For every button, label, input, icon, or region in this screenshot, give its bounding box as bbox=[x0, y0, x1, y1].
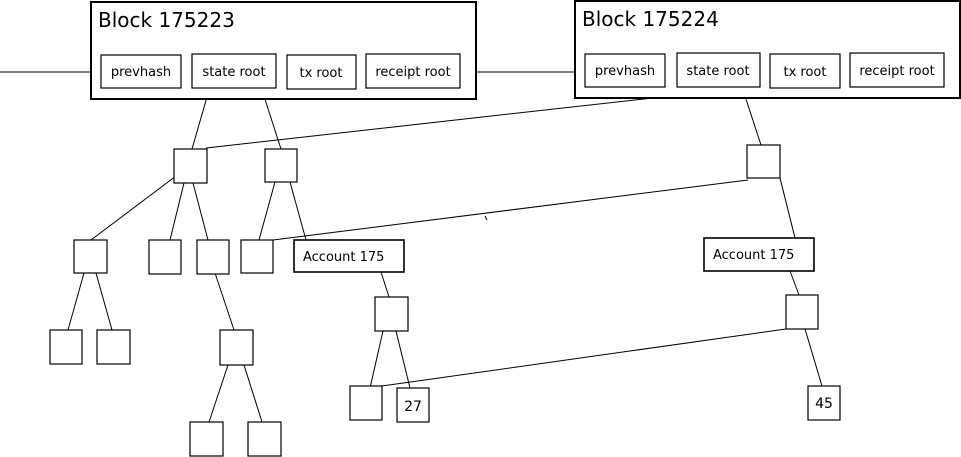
leaf-value-box bbox=[396, 387, 430, 423]
block-175224: Block 175224 prevhash state root tx root… bbox=[574, 0, 961, 99]
leaf-values: 27 45 bbox=[396, 385, 841, 423]
trie-node bbox=[96, 329, 131, 365]
block-175223: Block 175223 prevhash state root tx root… bbox=[90, 1, 477, 100]
edge-acc2-n7 bbox=[789, 270, 800, 296]
tx-root-field-box bbox=[769, 53, 841, 89]
state-root-field-box bbox=[676, 52, 761, 88]
leaf-value-box bbox=[807, 385, 841, 421]
tx-root-field: tx root bbox=[784, 65, 827, 80]
trie-node bbox=[785, 294, 819, 330]
account-nodes: Account 175 Account 175 bbox=[293, 237, 815, 273]
edge-nodeC-n4 bbox=[272, 179, 749, 241]
edge-n5-l3 bbox=[208, 364, 229, 423]
tx-root-field-box bbox=[286, 54, 357, 90]
state-root-field-box bbox=[191, 53, 277, 89]
account-node-label: Account 175 bbox=[713, 248, 794, 263]
state-root-field: state root bbox=[686, 64, 749, 79]
account-node-box bbox=[703, 237, 815, 272]
tx-root-field: tx root bbox=[300, 66, 343, 81]
edge-n6-leaf-left bbox=[369, 330, 384, 389]
trie-node bbox=[189, 421, 224, 457]
edge-n1-l2 bbox=[95, 272, 113, 331]
stray-mark bbox=[484, 215, 488, 221]
block-title: Block 175224 bbox=[582, 7, 719, 31]
receipt-root-field-box bbox=[849, 52, 945, 88]
trie-node bbox=[73, 239, 108, 274]
edge-nodeB-acc1 bbox=[289, 181, 307, 241]
edge-n6-leaf-27 bbox=[395, 330, 411, 389]
edge-root2-nodeA bbox=[205, 92, 698, 149]
account-node-label: Account 175 bbox=[303, 250, 384, 265]
trie-node bbox=[264, 148, 298, 183]
leaf-value: 27 bbox=[404, 399, 422, 415]
edge-n5-l4 bbox=[243, 364, 263, 423]
receipt-root-field: receipt root bbox=[859, 64, 934, 79]
trie-node bbox=[148, 239, 182, 275]
trie-node bbox=[49, 329, 83, 365]
edge-nodeA-n2 bbox=[169, 182, 185, 241]
edge-root2-nodeC bbox=[742, 89, 762, 146]
trie-node bbox=[349, 385, 383, 421]
trie-nodes bbox=[49, 144, 819, 457]
trie-node bbox=[746, 144, 781, 179]
trie-node bbox=[219, 329, 254, 366]
edge-nodeA-n1 bbox=[90, 175, 177, 241]
edge-acc1-n6 bbox=[380, 271, 390, 298]
trie-node bbox=[240, 239, 274, 274]
prevhash-field-box bbox=[100, 54, 182, 89]
edge-n3-n5 bbox=[214, 272, 235, 331]
edge-n7-leaf-left bbox=[367, 328, 787, 389]
trie-node bbox=[374, 296, 409, 332]
account-node-box bbox=[293, 239, 405, 273]
receipt-root-field-box bbox=[365, 53, 461, 89]
receipt-root-field: receipt root bbox=[375, 65, 450, 80]
prevhash-field: prevhash bbox=[595, 64, 655, 79]
block-title: Block 175223 bbox=[98, 8, 235, 32]
state-root-field: state root bbox=[202, 65, 265, 80]
trie-node bbox=[173, 148, 208, 184]
prevhash-field-box bbox=[584, 53, 666, 88]
edge-nodeB-n4 bbox=[258, 181, 276, 241]
edges bbox=[0, 71, 823, 423]
edge-nodeA-n3 bbox=[192, 182, 209, 241]
trie-node bbox=[247, 421, 282, 457]
edge-n7-leaf-45 bbox=[804, 328, 823, 387]
trie-node bbox=[196, 239, 230, 275]
edge-n1-l1 bbox=[67, 272, 85, 331]
prevhash-field: prevhash bbox=[111, 65, 171, 80]
edge-nodeC-acc2 bbox=[779, 177, 796, 239]
leaf-value: 45 bbox=[815, 396, 833, 412]
